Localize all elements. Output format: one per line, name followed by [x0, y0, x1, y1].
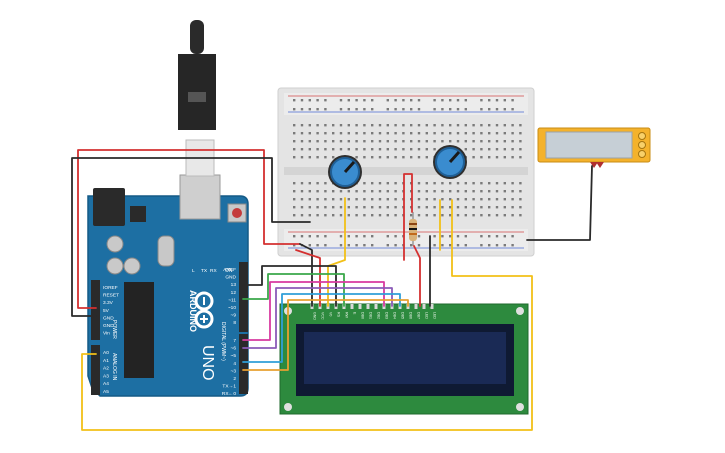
pin-label: 7	[233, 338, 236, 344]
analog-header[interactable]	[91, 345, 100, 395]
pin-label: AREF	[223, 267, 236, 273]
on-led-label: ON	[225, 268, 233, 274]
lcd-pin-label: DB5	[401, 312, 405, 319]
led-label: TX	[201, 268, 208, 274]
wire-meter-black[interactable]	[526, 165, 593, 241]
potentiometer-2[interactable]	[433, 145, 467, 179]
pin-label: A4	[103, 381, 109, 387]
lcd-pin-label: DB6	[409, 312, 413, 319]
pin-label: 4	[233, 361, 236, 367]
breadboard[interactable]	[277, 87, 535, 257]
arduino-model: UNO	[199, 345, 216, 381]
lcd-16x2[interactable]: GND VCC V0 RS RW E DB0 DB1 DB2 DB3 DB4 DB5 DB6 DB7 LED…	[279, 303, 529, 415]
usb-port	[179, 174, 221, 220]
lcd-pin-label: DB0	[361, 312, 365, 319]
digital-header-top[interactable]	[239, 262, 248, 332]
wire-lcd-db7[interactable]	[242, 299, 409, 371]
wire-lcd-e[interactable]	[242, 273, 345, 307]
wire-lcd-led[interactable]	[413, 245, 421, 307]
lcd-pin-label: LED	[433, 312, 437, 319]
pin-label: ~9	[231, 313, 237, 319]
pin-label: A5	[103, 389, 109, 395]
wire-5v-red[interactable]	[77, 149, 301, 309]
lcd-pin[interactable]	[414, 304, 418, 309]
pin-label: A2	[103, 366, 109, 372]
pin-label: 13	[231, 282, 237, 288]
pin-label: A0	[103, 350, 109, 356]
pin-label: ~5	[231, 353, 237, 359]
pin-label: A1	[103, 358, 109, 364]
power-jack	[93, 188, 125, 226]
pin-label: 3.3V	[103, 300, 114, 306]
wire-lcd-v0[interactable]	[327, 197, 346, 307]
lcd-pin-label: V0	[329, 312, 333, 316]
wire-red-pot[interactable]	[403, 173, 413, 261]
pin-label: IOREF	[103, 285, 118, 291]
lcd-pin-label: E	[353, 312, 357, 315]
lcd-screen	[304, 332, 506, 384]
lcd-pin-label: RW	[345, 312, 349, 319]
wire-lcd-vcc[interactable]	[295, 249, 321, 307]
lcd-pin-label: LED	[425, 312, 429, 319]
lcd-pin-label: GND	[313, 312, 317, 320]
microcontroller-chip	[124, 282, 154, 378]
pin-label: GND	[103, 323, 114, 329]
pin-label: A3	[103, 373, 109, 379]
digital-pin-labels-bottom: 7 ~6~5 4~3 2TX→1RX←0	[222, 338, 236, 397]
arduino-brand: ARDUINO	[188, 290, 198, 332]
pin-label: ~6	[231, 346, 237, 352]
usb-cable	[178, 20, 216, 130]
lcd-pin[interactable]	[422, 304, 426, 309]
pin-label: GND	[225, 275, 236, 281]
lcd-pin-label: RS	[337, 312, 341, 318]
lcd-pin-label: DB3	[385, 312, 389, 319]
pin-label: RESET	[103, 293, 119, 299]
pin-label: 5V	[103, 308, 110, 314]
power-label: POWER	[111, 320, 117, 339]
multimeter[interactable]	[537, 127, 651, 168]
lcd-pin[interactable]	[358, 304, 362, 309]
wire-lcd-db4[interactable]	[242, 281, 385, 341]
pin-label: GND	[103, 315, 114, 321]
lcd-pin[interactable]	[366, 304, 370, 309]
lcd-pin[interactable]	[374, 304, 378, 309]
wire-lcd-rs[interactable]	[242, 265, 337, 307]
reset-button[interactable]	[227, 203, 247, 223]
arduino-logo	[194, 291, 214, 329]
led-label: RX	[210, 268, 217, 274]
pin-label: ~11	[228, 297, 236, 303]
pin-label: Vin	[103, 331, 110, 337]
pin-label: TX→1	[222, 384, 236, 390]
lcd-pin[interactable]	[430, 304, 434, 309]
wire-gnd-black[interactable]	[71, 157, 311, 317]
pin-label: ~3	[231, 368, 237, 374]
power-header[interactable]	[91, 280, 100, 340]
wire-lcd-db6[interactable]	[242, 293, 401, 363]
lcd-pin-label: DB4	[393, 312, 397, 319]
potentiometer-1[interactable]	[328, 155, 362, 189]
pin-label: 12	[231, 290, 237, 296]
wires	[71, 149, 593, 431]
pin-label: 8	[233, 320, 236, 326]
resistor[interactable]	[409, 212, 417, 246]
digital-label: DIGITAL (PWM~)	[220, 322, 226, 361]
pin-label: ~10	[228, 305, 236, 311]
lcd-pin-label: DB1	[369, 312, 373, 319]
lcd-pin-label: VCC	[321, 312, 325, 320]
led-label: L	[192, 268, 195, 274]
wire-yellow-a0[interactable]	[81, 199, 533, 431]
lcd-pin-label: DB2	[377, 312, 381, 319]
pin-label: RX←0	[222, 391, 236, 397]
lcd-pin-label: DB7	[417, 312, 421, 319]
digital-header-bottom[interactable]	[239, 334, 248, 394]
lcd-pin[interactable]	[350, 304, 354, 309]
pin-label: 2	[233, 376, 236, 382]
arduino-uno[interactable]: ARDUINO UNO DIGITAL (PWM~) POWER ANALOG …	[87, 139, 249, 397]
analog-label: ANALOG IN	[111, 353, 117, 381]
